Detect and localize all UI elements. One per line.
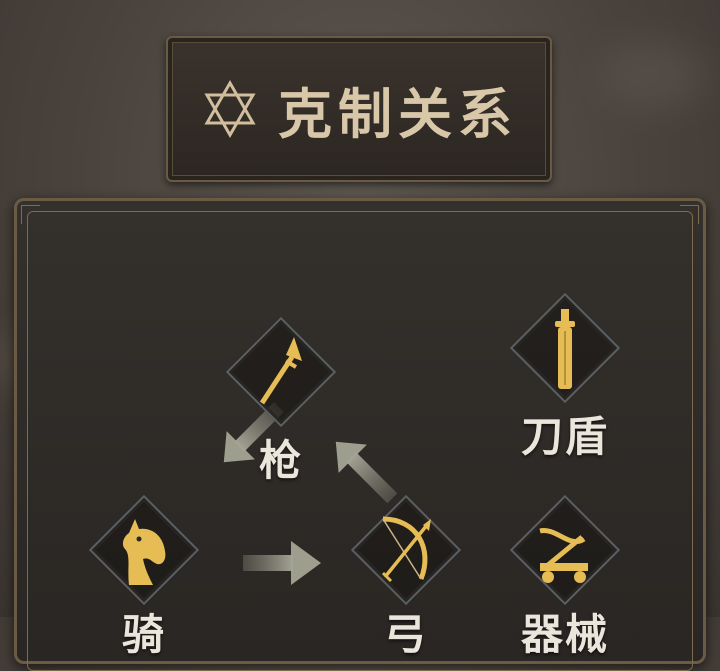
unit-cavalry[interactable]: 骑	[79, 491, 209, 661]
panel-corner-ornament	[680, 205, 699, 224]
unit-archer[interactable]: 弓	[341, 491, 471, 661]
unit-label: 枪	[258, 436, 303, 485]
siege-cart-icon	[539, 528, 588, 583]
unit-label: 器械	[520, 610, 609, 659]
page-title: 克制关系	[278, 82, 518, 146]
title-plaque: 克制关系	[166, 36, 552, 182]
spear-icon	[259, 337, 302, 405]
unit-spear[interactable]: 枪	[216, 316, 346, 491]
hexagram-icon	[204, 79, 256, 139]
unit-shield[interactable]: 刀盾	[500, 291, 630, 471]
unit-label: 刀盾	[520, 412, 609, 461]
archer-to-spear-arrow	[335, 441, 398, 504]
unit-siege[interactable]: 器械	[500, 491, 630, 661]
sword-shield-icon	[555, 309, 575, 389]
counter-relationship-panel: 枪 骑 弓 刀盾	[14, 198, 706, 671]
background-stain	[600, 40, 710, 110]
cavalry-to-archer-arrow	[243, 541, 321, 585]
horse-head-icon	[122, 519, 166, 585]
unit-label: 骑	[121, 610, 166, 659]
bow-arrow-icon	[381, 516, 431, 583]
panel-corner-ornament	[21, 205, 40, 224]
unit-label: 弓	[383, 610, 428, 659]
